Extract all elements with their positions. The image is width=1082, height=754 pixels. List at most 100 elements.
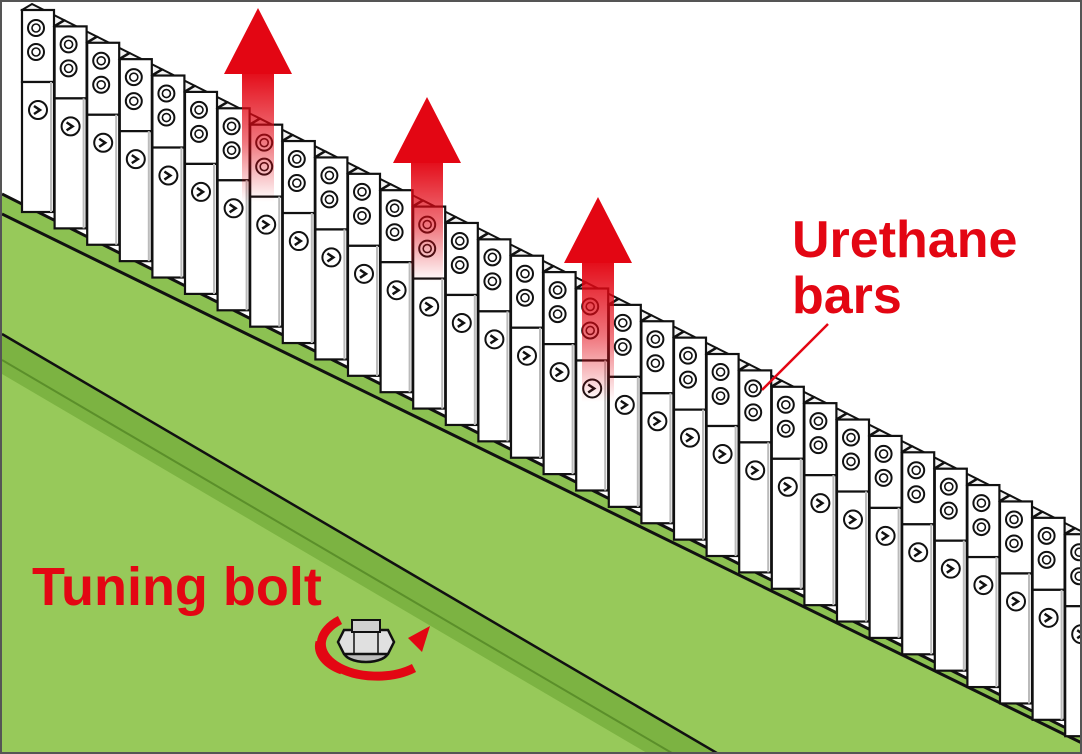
screw-head-icon [385, 223, 404, 242]
urethane-bar [639, 314, 686, 525]
screw-head-icon [320, 166, 339, 185]
screw-head-icon [907, 461, 926, 480]
lift-arrows [224, 8, 632, 402]
screw-head-icon [940, 558, 961, 579]
urethane-bar [867, 428, 914, 640]
screw-head-icon [548, 305, 567, 324]
screw-head-icon [27, 43, 45, 61]
screw-head-icon [679, 370, 697, 389]
screw-head-icon [711, 363, 730, 382]
screw-head-icon [1070, 567, 1080, 586]
urethane-bar [1063, 527, 1080, 738]
urethane-bar [541, 264, 588, 476]
screw-head-icon [939, 501, 958, 520]
urethane-bar [769, 379, 816, 590]
screw-head-icon [972, 494, 991, 513]
urethane-bar [737, 363, 784, 574]
screw-head-icon [385, 199, 404, 218]
lift-arrow-icon [224, 8, 292, 202]
urethane-bar [900, 445, 947, 656]
screw-head-icon [939, 477, 958, 496]
screw-head-icon [28, 100, 48, 120]
screw-head-icon [744, 403, 763, 422]
screw-head-icon [450, 255, 469, 274]
urethane-bars-label-line1: Urethane [792, 211, 1018, 269]
screw-head-icon [386, 280, 407, 301]
screw-head-icon [321, 247, 342, 268]
screw-head-icon [646, 330, 665, 349]
screw-head-icon [59, 59, 78, 78]
screw-head-icon [973, 575, 994, 596]
screw-head-icon [320, 190, 339, 209]
screw-head-icon [646, 354, 665, 373]
green-beam [2, 192, 1080, 752]
screw-head-icon [158, 165, 179, 186]
urethane-bar [378, 183, 425, 394]
screw-head-icon [483, 272, 502, 291]
urethane-bars-label-line2: bars [792, 267, 902, 325]
screw-head-icon [256, 214, 277, 235]
screw-head-icon [157, 108, 176, 127]
urethane-bar [117, 52, 164, 263]
screw-head-icon [647, 411, 668, 432]
screw-head-icon [614, 394, 635, 415]
tuning-bolt-label: Tuning bolt [32, 557, 322, 617]
leader-line [761, 323, 829, 391]
screw-head-icon [1006, 591, 1026, 612]
screw-head-icon [92, 75, 111, 94]
screw-head-icon [124, 68, 143, 87]
screw-head-icon [516, 288, 534, 307]
screw-head-icon [288, 231, 309, 252]
urethane-bar [85, 35, 132, 246]
screw-head-icon [777, 476, 798, 497]
rotation-arrow-icon [314, 615, 430, 681]
screw-head-icon [842, 428, 860, 447]
screw-head-icon [1038, 607, 1059, 628]
screw-head-icon [613, 337, 632, 356]
screw-head-icon [972, 518, 991, 537]
screw-head-icon [287, 150, 306, 169]
screw-head-icon [680, 427, 700, 448]
hex-bolt-icon [336, 619, 396, 664]
screw-head-icon [776, 395, 795, 414]
screw-head-icon [744, 379, 763, 398]
screw-head-icon [679, 346, 697, 365]
screw-head-icon [1070, 543, 1080, 562]
screw-head-icon [287, 174, 306, 193]
screw-head-icon [810, 493, 831, 514]
screw-head-icon [484, 329, 505, 350]
screw-head-icon [353, 182, 371, 201]
urethane-bar [280, 133, 327, 345]
screw-head-icon [874, 468, 893, 487]
screw-head-icon [548, 281, 567, 300]
urethane-bar [508, 248, 556, 459]
screw-head-icon [92, 51, 111, 70]
screw-head-icon [776, 419, 795, 438]
screw-head-icon [451, 312, 472, 333]
screw-head-icon [353, 206, 371, 225]
screw-head-icon [908, 542, 929, 563]
screw-head-icon [93, 132, 114, 153]
screw-head-icon [483, 248, 502, 267]
screw-head-icon [450, 231, 469, 250]
urethane-bar [834, 412, 882, 623]
screw-head-icon [157, 84, 176, 103]
screw-head-icon [1071, 624, 1080, 645]
urethane-bar [313, 150, 360, 361]
screw-head-icon [516, 264, 534, 283]
urethane-bar [671, 330, 719, 541]
screw-head-icon [1005, 510, 1023, 529]
urethane-bar [1030, 510, 1077, 721]
screw-head-icon [27, 19, 45, 37]
urethane-bar [150, 68, 197, 279]
screw-head-icon [190, 100, 208, 119]
urethane-bar [345, 166, 393, 377]
urethane-bar [476, 232, 523, 443]
screw-head-icon [1037, 550, 1056, 569]
screw-head-icon [517, 345, 537, 366]
screw-head-icon [809, 436, 828, 455]
urethane-bar [19, 2, 67, 214]
screw-head-icon [843, 509, 863, 530]
